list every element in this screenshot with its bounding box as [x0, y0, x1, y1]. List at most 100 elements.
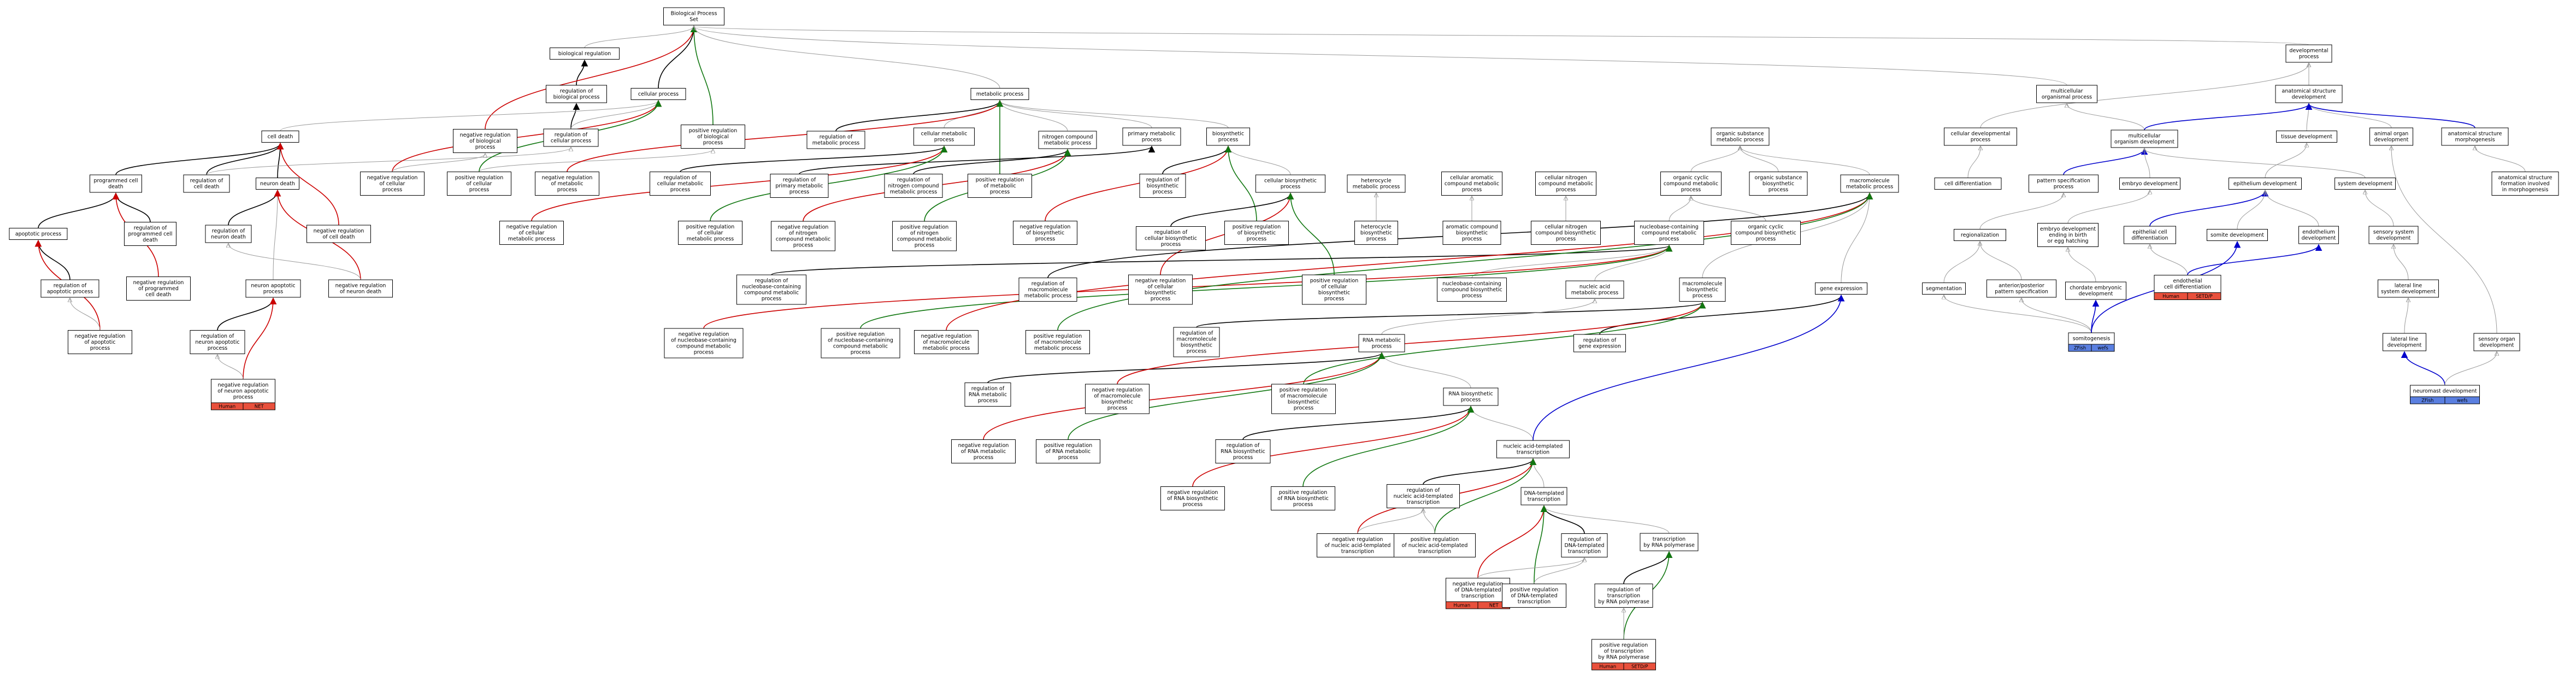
term-node-epithelium-dev[interactable]: epithelium development — [2229, 178, 2302, 190]
term-node-segmentation[interactable]: segmentation — [1922, 283, 1966, 295]
term-node-cell-death[interactable]: cell death — [261, 131, 299, 143]
term-node-apoptotic[interactable]: apoptotic process — [9, 228, 68, 240]
term-node-cell-differentiation[interactable]: cell differentiation — [1934, 178, 2002, 190]
term-node-reg-nucleobase-metabolic[interactable]: regulation ofnucleobase-containingcompou… — [736, 274, 806, 305]
term-node-tissue-dev[interactable]: tissue development — [2276, 131, 2337, 143]
term-node-biol-reg[interactable]: biological regulation — [550, 48, 620, 60]
term-node-reg-macromolecule-biosynthetic[interactable]: regulation ofmacromoleculebiosyntheticpr… — [1173, 327, 1220, 357]
term-node-regionalization[interactable]: regionalization — [1954, 229, 2006, 241]
term-node-metabolic[interactable]: metabolic process — [970, 88, 1029, 100]
term-node-embryo-dev[interactable]: embryo development — [2119, 178, 2180, 190]
